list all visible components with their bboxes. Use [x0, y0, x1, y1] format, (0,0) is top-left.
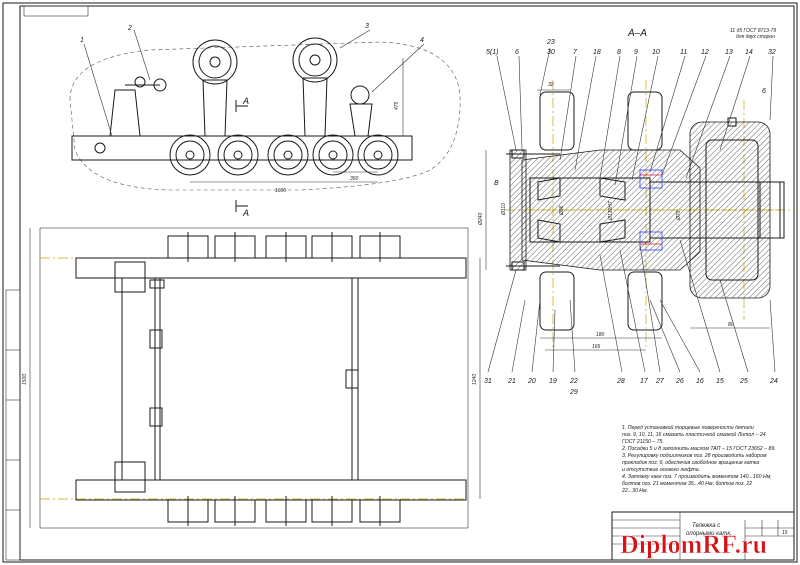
svg-text:болтов поз. 21 моментом 35...4: болтов поз. 21 моментом 35...40 Нм, болт… [622, 481, 752, 487]
flange [509, 149, 527, 271]
svg-text:31: 31 [484, 378, 492, 385]
svg-text:В: В [494, 180, 499, 187]
svg-text:18: 18 [593, 49, 601, 56]
svg-text:13: 13 [725, 49, 733, 56]
svg-text:и отсутствие осевого люфта.: и отсутствие осевого люфта. [622, 467, 700, 473]
svg-text:1. Перед установкой торцевые п: 1. Перед установкой торцевые поверхности… [622, 424, 754, 431]
title-block: Тележка с опорными катк. 15 [611, 511, 795, 561]
drawing-title: Тележка с [692, 523, 720, 529]
svg-text:Ø132H7: Ø132H7 [608, 201, 614, 221]
road-wheel-right [627, 91, 663, 151]
svg-text:4. Затяжку гаек поз. 7 произво: 4. Затяжку гаек поз. 7 производить момен… [622, 474, 772, 480]
svg-text:165: 165 [592, 344, 601, 350]
svg-text:ГОСТ 21150 – 75.: ГОСТ 21150 – 75. [622, 439, 664, 445]
svg-text:28: 28 [616, 378, 625, 385]
svg-text:32: 32 [548, 82, 554, 88]
svg-text:17: 17 [640, 378, 649, 385]
svg-text:3: 3 [365, 23, 369, 30]
svg-text:11: 11 [680, 49, 687, 56]
svg-text:4: 4 [420, 37, 424, 44]
svg-text:1240: 1240 [472, 374, 478, 385]
svg-text:20: 20 [527, 378, 536, 385]
side-view: А А 1600 350 475 1 2 3 4 [69, 23, 461, 218]
lower-track [75, 479, 467, 501]
view-label: А–А [627, 28, 647, 39]
svg-text:25: 25 [739, 378, 748, 385]
road-wheels [169, 134, 399, 176]
track-outline [69, 41, 461, 191]
svg-text:29: 29 [569, 389, 578, 396]
road-wheel-left [539, 91, 575, 151]
svg-text:11 д5 ГОСТ 8713-79: 11 д5 ГОСТ 8713-79 [730, 28, 776, 34]
svg-text:9: 9 [634, 49, 638, 56]
top-stamp [23, 5, 89, 17]
svg-text:А: А [242, 208, 249, 218]
support-bracket [689, 121, 771, 299]
svg-text:Ø70: Ø70 [676, 210, 682, 221]
svg-text:22: 22 [569, 378, 578, 385]
svg-text:16: 16 [696, 378, 704, 385]
svg-text:30: 30 [547, 49, 555, 56]
svg-text:180: 180 [596, 332, 605, 338]
upper-track [75, 257, 467, 279]
bearing-right [599, 177, 626, 201]
svg-text:6: 6 [515, 49, 519, 56]
svg-text:21: 21 [507, 378, 516, 385]
svg-text:1500: 1500 [22, 374, 28, 385]
left-stamp-strip [5, 289, 21, 561]
svg-text:26: 26 [675, 378, 684, 385]
technical-notes: 1. Перед установкой торцевые поверхности… [621, 424, 776, 494]
svg-text:2. Посадки 5 и 8 заполнить мас: 2. Посадки 5 и 8 заполнить маслом ТАП – … [621, 446, 776, 452]
svg-text:15: 15 [782, 530, 788, 536]
seal-top [639, 169, 663, 189]
plan-view: 1500 1240 [22, 227, 481, 529]
svg-text:19: 19 [549, 378, 557, 385]
svg-text:прокладок поз. 6, обеспечив св: прокладок поз. 6, обеспечив свободное вр… [622, 460, 759, 466]
svg-text:32: 32 [768, 49, 776, 56]
svg-text:А: А [242, 96, 249, 106]
bearing-left [537, 177, 561, 201]
svg-text:22...30 Нм.: 22...30 Нм. [621, 488, 648, 494]
svg-text:Ø240: Ø240 [478, 213, 484, 226]
svg-text:475: 475 [394, 101, 400, 110]
svg-text:12: 12 [701, 49, 709, 56]
svg-text:Ø110: Ø110 [501, 203, 507, 216]
svg-text:2: 2 [127, 25, 132, 32]
inner-frame [19, 5, 795, 561]
watermark-logo: DiplomRF.ru [620, 530, 767, 559]
section-a-a: А–А 11 д5 ГОСТ 8713-79 для двух сторон [478, 28, 795, 396]
svg-text:опорными катк.: опорными катк. [686, 531, 732, 537]
svg-text:80: 80 [728, 322, 734, 328]
frame-beam [71, 135, 413, 161]
svg-text:14: 14 [745, 49, 753, 56]
svg-text:для двух сторон: для двух сторон [736, 34, 775, 40]
seal-bottom [639, 231, 663, 251]
svg-text:3. Регулировку подшипников поз: 3. Регулировку подшипников поз. 28 произ… [622, 453, 767, 459]
svg-text:15: 15 [716, 378, 724, 385]
dim-length: 1600 [275, 188, 286, 194]
svg-text:10: 10 [652, 49, 660, 56]
svg-text:6: 6 [762, 88, 766, 95]
svg-text:5(1): 5(1) [486, 49, 498, 56]
svg-text:7: 7 [573, 49, 578, 56]
svg-text:24: 24 [769, 378, 778, 385]
svg-text:Ø96: Ø96 [559, 205, 565, 216]
svg-text:1: 1 [80, 37, 84, 44]
svg-text:350: 350 [350, 176, 359, 182]
svg-text:23: 23 [546, 39, 555, 46]
section-marker: А А [235, 96, 249, 218]
svg-text:8: 8 [617, 49, 621, 56]
svg-text:поз. 9, 10, 11, 16 смазать пла: поз. 9, 10, 11, 16 смазать пластичной см… [622, 431, 766, 438]
svg-text:27: 27 [655, 378, 665, 385]
